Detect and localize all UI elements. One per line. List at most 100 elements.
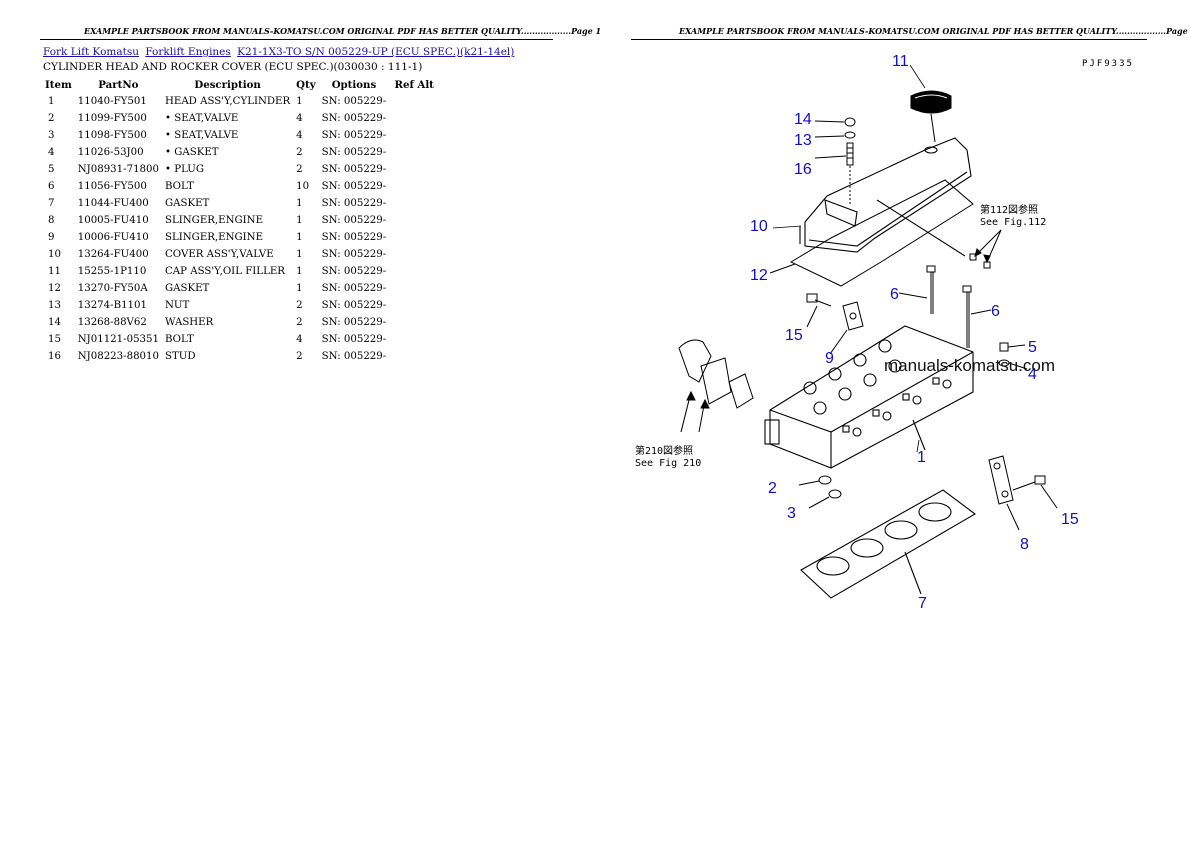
page-1-header: EXAMPLE PARTSBOOK FROM MANUALS-KOMATSU.C…: [84, 26, 602, 36]
callout-16: 16: [794, 161, 812, 178]
cell-description: SLINGER,ENGINE: [165, 232, 264, 243]
watermark: manuals-komatsu.com: [884, 356, 1055, 375]
cell-item: 14: [48, 317, 61, 328]
callout-leaders: [772, 64, 926, 453]
oil-filler-cap-drawing: [910, 90, 952, 143]
cell-description: GASKET: [165, 283, 210, 294]
callout-6a: 6: [890, 286, 899, 303]
cell-item: 5: [48, 164, 55, 175]
cell-partno: 11056-FY500: [77, 181, 147, 192]
cell-options: SN: 005229-: [321, 198, 387, 209]
callout-11: 11: [892, 53, 909, 70]
cell-ref-alt: [389, 178, 439, 195]
cell-item: 15: [48, 334, 61, 345]
cell-qty: 1: [296, 283, 303, 294]
cell-partno: 11044-FU400: [77, 198, 149, 209]
col-header-item: Item: [45, 78, 72, 91]
cell-qty: 1: [296, 249, 303, 260]
breadcrumb: Fork Lift Komatsu Forklift Engines K21-1…: [43, 46, 517, 58]
cell-item: 2: [48, 113, 55, 124]
cell-qty: 1: [296, 266, 303, 277]
cell-partno: 10005-FU410: [77, 215, 149, 226]
callout-15a: 15: [785, 327, 803, 344]
breadcrumb-link-model[interactable]: K21-1X3-TO S/N 005229-UP (ECU SPEC.)(k21…: [237, 46, 515, 58]
cell-ref-alt: [389, 212, 439, 229]
breadcrumb-link-forklift-engines[interactable]: Forklift Engines: [145, 46, 231, 58]
parts-table: Item PartNo Description Qty Options Ref …: [42, 76, 439, 365]
cell-qty: 10: [296, 181, 310, 192]
col-header-qty: Qty: [296, 78, 316, 91]
cell-description: STUD: [165, 351, 196, 362]
plug-gasket-drawing: [998, 342, 1028, 370]
cell-options: SN: 005229-: [321, 283, 387, 294]
valve-seats-drawing: [798, 475, 842, 509]
callout-2: 2: [768, 480, 777, 497]
cell-ref-alt: [389, 195, 439, 212]
cell-description: COVER ASS'Y,VALVE: [165, 249, 274, 260]
cell-ref-alt: [389, 110, 439, 127]
cell-options: SN: 005229-: [321, 317, 387, 328]
cell-description: CAP ASS'Y,OIL FILLER: [165, 266, 285, 277]
cell-qty: 2: [296, 351, 303, 362]
page-2-header: EXAMPLE PARTSBOOK FROM MANUALS-KOMATSU.C…: [679, 26, 1190, 36]
cell-partno: NJ08223-88010: [77, 351, 159, 362]
callout-6b: 6: [991, 303, 1000, 320]
cell-description: HEAD ASS'Y,CYLINDER: [165, 96, 291, 107]
cell-item: 4: [48, 147, 55, 158]
cell-item: 8: [48, 215, 55, 226]
cell-options: SN: 005229-: [321, 164, 387, 175]
cell-ref-alt: [389, 331, 439, 348]
cell-qty: 2: [296, 317, 303, 328]
cylinder-head-drawing: [764, 325, 974, 469]
breadcrumb-link-fork-lift[interactable]: Fork Lift Komatsu: [43, 46, 139, 58]
table-row: 14 13268-88V62 WASHER 2 SN: 005229-: [42, 314, 439, 331]
cell-qty: 1: [296, 198, 303, 209]
manifold-drawing: [678, 339, 754, 433]
cell-item: 6: [48, 181, 55, 192]
exploded-parts-diagram: PJF9335: [635, 53, 1132, 612]
callout-4: 4: [1028, 366, 1037, 383]
page-2: EXAMPLE PARTSBOOK FROM MANUALS-KOMATSU.C…: [595, 0, 1190, 842]
col-header-options: Options: [331, 78, 377, 91]
cell-partno: NJ01121-05351: [77, 334, 159, 345]
cell-ref-alt: [389, 297, 439, 314]
cell-partno: 13274-B1101: [77, 300, 147, 311]
cell-ref-alt: [389, 161, 439, 178]
cell-description: NUT: [165, 300, 190, 311]
cell-ref-alt: [389, 229, 439, 246]
cell-item: 12: [48, 283, 61, 294]
callout-12: 12: [750, 267, 768, 284]
cell-description: WASHER: [165, 317, 214, 328]
table-row: 15 NJ01121-05351 BOLT 4 SN: 005229-: [42, 331, 439, 348]
cell-qty: 1: [296, 215, 303, 226]
cell-item: 9: [48, 232, 55, 243]
cell-description: GASKET: [165, 198, 210, 209]
rocker-cover-drawing: [799, 137, 972, 257]
cell-options: SN: 005229-: [321, 334, 387, 345]
cell-qty: 2: [296, 164, 303, 175]
cell-description: SLINGER,ENGINE: [165, 215, 264, 226]
cell-description: • PLUG: [165, 164, 205, 175]
cell-partno: 11026-53J00: [77, 147, 144, 158]
page-2-header-rule: [631, 39, 1147, 40]
cell-qty: 4: [296, 334, 303, 345]
cell-qty: 1: [296, 232, 303, 243]
cell-partno: 13268-88V62: [77, 317, 147, 328]
cell-ref-alt: [389, 263, 439, 280]
cell-description: BOLT: [165, 334, 194, 345]
note-fig112-en: See Fig.112: [980, 217, 1046, 228]
cell-ref-alt: [389, 144, 439, 161]
page-subtitle: CYLINDER HEAD AND ROCKER COVER (ECU SPEC…: [43, 61, 423, 73]
cell-qty: 4: [296, 113, 303, 124]
